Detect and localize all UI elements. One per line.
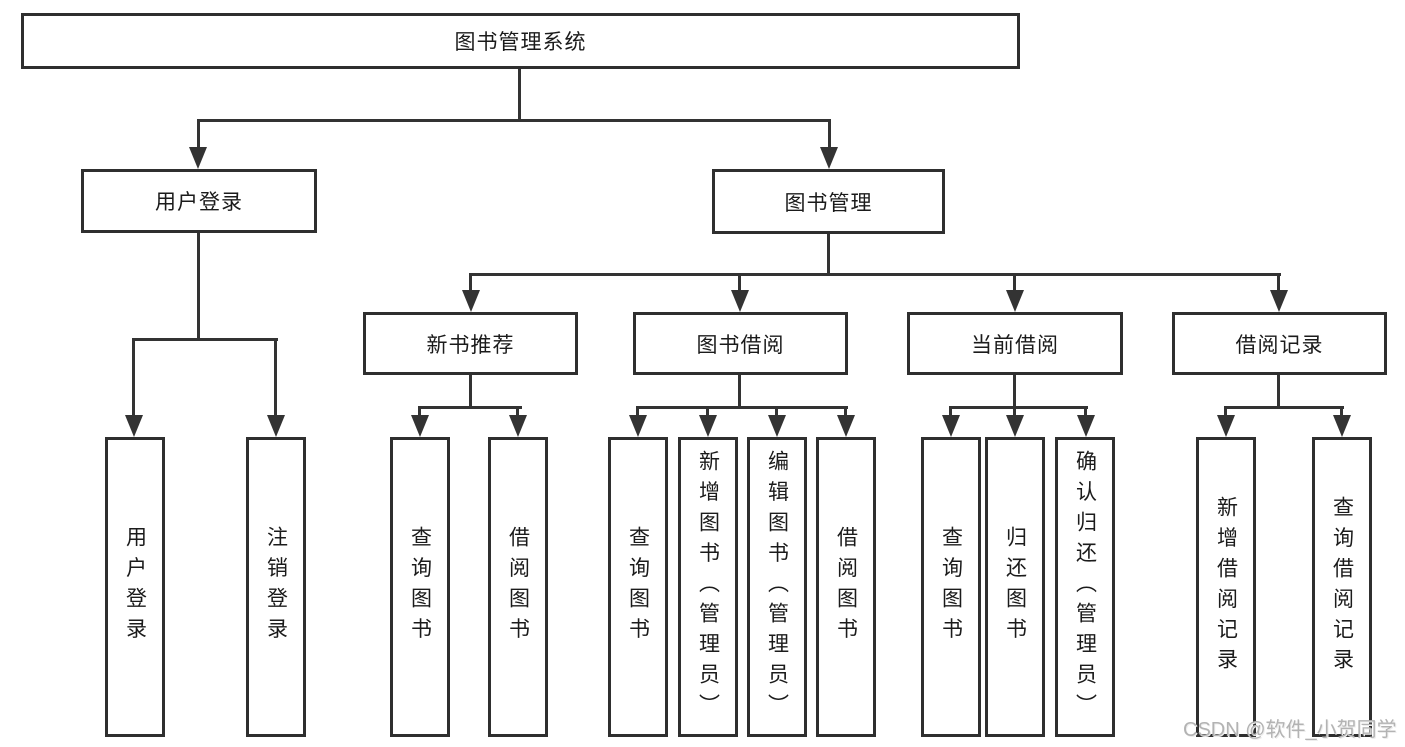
node-label: 图书管理 bbox=[784, 191, 873, 215]
node-return-books: 归还图书 bbox=[985, 437, 1045, 737]
node-label: 确认归还（管理员） bbox=[1073, 449, 1097, 725]
connector-stem bbox=[1084, 406, 1087, 418]
connector-stem bbox=[828, 119, 831, 149]
node-borrow-books-recommend: 借阅图书 bbox=[488, 437, 548, 737]
node-confirm-return-admin: 确认归还（管理员） bbox=[1055, 437, 1115, 737]
arrow-down-icon bbox=[820, 147, 838, 169]
arrow-down-icon bbox=[942, 415, 960, 437]
node-label: 借阅记录 bbox=[1235, 333, 1324, 357]
node-current-borrowing: 当前借阅 bbox=[907, 312, 1123, 375]
arrow-down-icon bbox=[462, 290, 480, 312]
node-label: 注销登录 bbox=[264, 526, 288, 648]
node-book-management: 图书管理 bbox=[712, 169, 945, 234]
node-borrow-books: 借阅图书 bbox=[816, 437, 876, 737]
connector-section-bar bbox=[636, 406, 848, 409]
arrow-down-icon bbox=[699, 415, 717, 437]
connector-stem bbox=[775, 406, 778, 418]
node-label: 图书管理系统 bbox=[454, 31, 587, 54]
connector-stem bbox=[706, 406, 709, 418]
watermark: CSDN @软件_小贺同学 bbox=[1183, 719, 1397, 741]
node-edit-books-admin: 编辑图书（管理员） bbox=[747, 437, 807, 737]
connector-stem bbox=[469, 273, 472, 293]
node-logout-action: 注销登录 bbox=[246, 437, 306, 737]
connector-section-bar bbox=[1224, 406, 1344, 409]
connector-stem bbox=[738, 273, 741, 293]
connector-root-stem bbox=[518, 69, 521, 122]
node-label: 借阅图书 bbox=[834, 526, 858, 648]
connector-stem bbox=[1224, 406, 1227, 418]
connector-stem bbox=[274, 338, 277, 418]
arrow-down-icon bbox=[509, 415, 527, 437]
connector-section-stem bbox=[469, 375, 472, 408]
arrow-down-icon bbox=[731, 290, 749, 312]
node-label: 归还图书 bbox=[1003, 526, 1027, 648]
node-book-borrowing: 图书借阅 bbox=[633, 312, 848, 375]
arrow-down-icon bbox=[1217, 415, 1235, 437]
node-add-borrow-record: 新增借阅记录 bbox=[1196, 437, 1256, 737]
connector-section-bar bbox=[949, 406, 1088, 409]
node-label: 借阅图书 bbox=[506, 526, 530, 648]
node-label: 编辑图书（管理员） bbox=[765, 449, 789, 725]
connector-stem bbox=[516, 406, 519, 418]
node-label: 图书借阅 bbox=[696, 333, 785, 357]
arrow-down-icon bbox=[837, 415, 855, 437]
arrow-down-icon bbox=[1077, 415, 1095, 437]
node-label: 当前借阅 bbox=[971, 333, 1059, 357]
connector-userlogin-stem bbox=[197, 233, 200, 340]
connector-stem bbox=[636, 406, 639, 418]
arrow-down-icon bbox=[1270, 290, 1288, 312]
arrow-down-icon bbox=[125, 415, 143, 437]
connector-bookmgmt-stem bbox=[827, 234, 830, 275]
connector-stem bbox=[1340, 406, 1343, 418]
connector-section-stem bbox=[1277, 375, 1280, 408]
connector-stem bbox=[1013, 406, 1016, 418]
connector-section-bar bbox=[418, 406, 522, 409]
connector-stem bbox=[132, 338, 135, 418]
node-query-books-recommend: 查询图书 bbox=[390, 437, 450, 737]
arrow-down-icon bbox=[1006, 290, 1024, 312]
connector-stem bbox=[197, 119, 200, 149]
node-borrowing-records: 借阅记录 bbox=[1172, 312, 1387, 375]
node-label: 用户登录 bbox=[123, 526, 147, 648]
node-user-login-action: 用户登录 bbox=[105, 437, 165, 737]
node-user-login: 用户登录 bbox=[81, 169, 317, 233]
connector-section-stem bbox=[738, 375, 741, 408]
connector-level3-bar bbox=[469, 273, 1281, 276]
node-label: 新书推荐 bbox=[426, 333, 515, 357]
node-query-books-borrow: 查询图书 bbox=[608, 437, 668, 737]
arrow-down-icon bbox=[411, 415, 429, 437]
node-label: 新增图书（管理员） bbox=[696, 449, 720, 725]
connector-stem bbox=[418, 406, 421, 418]
connector-root-bar bbox=[197, 119, 831, 122]
node-label: 查询图书 bbox=[408, 526, 432, 648]
node-library-management-system: 图书管理系统 bbox=[21, 13, 1020, 69]
connector-userlogin-bar bbox=[132, 338, 278, 341]
arrow-down-icon bbox=[1333, 415, 1351, 437]
arrow-down-icon bbox=[1006, 415, 1024, 437]
node-label: 查询图书 bbox=[939, 526, 963, 648]
connector-stem bbox=[1013, 273, 1016, 293]
node-label: 用户登录 bbox=[155, 191, 243, 214]
node-add-books-admin: 新增图书（管理员） bbox=[678, 437, 738, 737]
node-label: 新增借阅记录 bbox=[1214, 495, 1238, 679]
connector-stem bbox=[1277, 273, 1280, 293]
node-new-book-recommend: 新书推荐 bbox=[363, 312, 578, 375]
arrow-down-icon bbox=[629, 415, 647, 437]
connector-stem bbox=[949, 406, 952, 418]
connector-stem bbox=[844, 406, 847, 418]
arrow-down-icon bbox=[189, 147, 207, 169]
arrow-down-icon bbox=[768, 415, 786, 437]
connector-section-stem bbox=[1013, 375, 1016, 408]
node-label: 查询图书 bbox=[626, 526, 650, 648]
node-query-books-current: 查询图书 bbox=[921, 437, 981, 737]
node-label: 查询借阅记录 bbox=[1330, 495, 1354, 679]
node-query-borrow-record: 查询借阅记录 bbox=[1312, 437, 1372, 737]
arrow-down-icon bbox=[267, 415, 285, 437]
